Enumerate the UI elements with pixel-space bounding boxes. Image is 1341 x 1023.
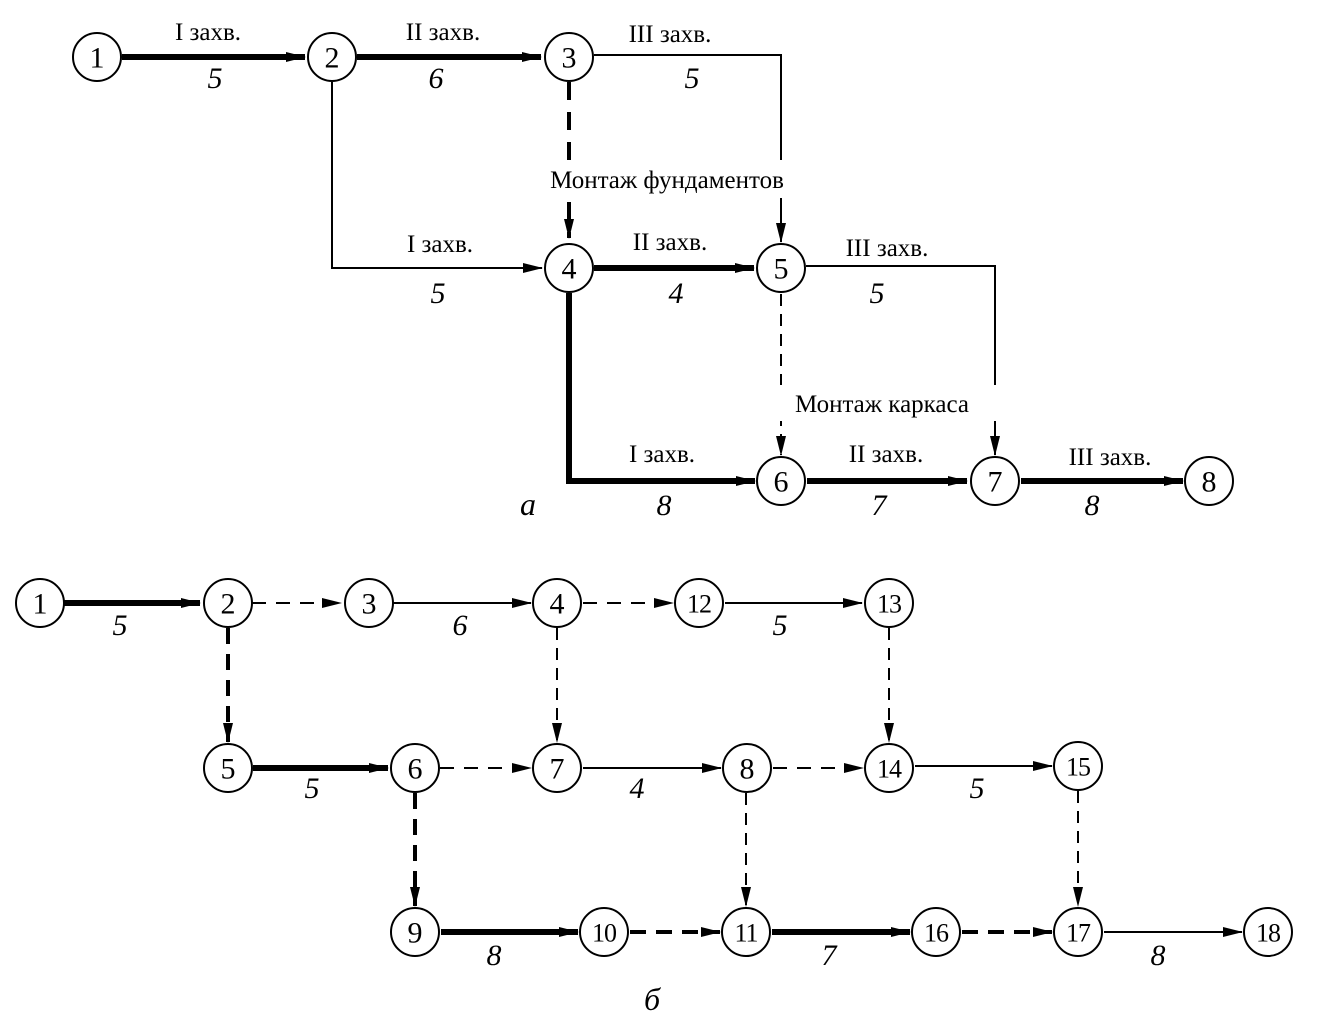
node-b-5: 5 (203, 743, 253, 793)
part-label-a: а (520, 486, 536, 522)
label-a-2-3: II захв. (406, 19, 480, 46)
duration-b-9-10: 8 (487, 939, 502, 972)
node-a-6: 6 (756, 456, 806, 506)
svg-text:5: 5 (221, 753, 236, 786)
svg-text:14: 14 (877, 755, 902, 784)
label-a-4-5: II захв. (633, 229, 707, 256)
node-b-11: 11 (721, 907, 771, 957)
node-a-5: 5 (756, 243, 806, 293)
svg-text:9: 9 (408, 917, 423, 950)
node-b-8: 8 (722, 743, 772, 793)
duration-a-1-2: 5 (208, 62, 223, 95)
svg-text:10: 10 (592, 919, 617, 948)
node-a-7: 7 (970, 456, 1020, 506)
diagram-b-nodes: 1 2 3 4 12 13 5 6 7 8 14 15 9 10 11 16 1… (15, 578, 1293, 957)
node-b-1: 1 (15, 578, 65, 628)
svg-text:1: 1 (33, 588, 48, 621)
edge-a-2-4 (331, 82, 543, 273)
duration-a-2-3: 6 (429, 62, 444, 95)
node-b-2: 2 (203, 578, 253, 628)
svg-text:12: 12 (687, 590, 711, 619)
node-b-13: 13 (864, 578, 914, 628)
diagram-a-edges (122, 52, 1184, 486)
label-a-5-7: III захв. (846, 235, 929, 262)
node-b-7: 7 (532, 743, 582, 793)
caption-frame: Монтаж каркаса (795, 391, 969, 418)
svg-text:16: 16 (924, 919, 949, 948)
node-b-15: 15 (1053, 741, 1103, 791)
node-b-9: 9 (390, 907, 440, 957)
svg-text:3: 3 (362, 588, 377, 621)
caption-foundations: Монтаж фундаментов (550, 167, 784, 194)
svg-text:13: 13 (877, 590, 901, 619)
duration-b-14-15: 5 (970, 772, 985, 805)
edge-a-4-6 (566, 293, 756, 486)
svg-text:17: 17 (1066, 919, 1091, 948)
svg-text:1: 1 (90, 42, 105, 75)
node-a-2: 2 (307, 32, 357, 82)
svg-text:4: 4 (562, 253, 577, 286)
label-a-4-6: I захв. (629, 441, 695, 468)
diagram-b-edges (64, 598, 1243, 937)
node-b-4: 4 (532, 578, 582, 628)
node-b-6: 6 (390, 743, 440, 793)
node-b-18: 18 (1243, 907, 1293, 957)
node-b-14: 14 (864, 743, 914, 793)
node-a-3: 3 (544, 32, 594, 82)
label-a-7-8: III захв. (1069, 444, 1152, 471)
svg-text:2: 2 (221, 588, 236, 621)
duration-b-3-4: 6 (453, 609, 468, 642)
svg-text:6: 6 (774, 466, 789, 499)
duration-a-5-7: 5 (870, 277, 885, 310)
svg-text:7: 7 (550, 753, 565, 786)
svg-text:7: 7 (988, 466, 1003, 499)
label-a-6-7: II захв. (849, 441, 923, 468)
svg-text:3: 3 (562, 42, 577, 75)
duration-a-6-7: 7 (872, 489, 889, 522)
node-b-17: 17 (1053, 907, 1103, 957)
node-a-1: 1 (72, 32, 122, 82)
duration-a-7-8: 8 (1085, 489, 1100, 522)
node-a-8: 8 (1184, 456, 1234, 506)
node-b-10: 10 (579, 907, 629, 957)
node-b-3: 3 (344, 578, 394, 628)
svg-text:18: 18 (1256, 919, 1281, 948)
duration-b-5-6: 5 (305, 772, 320, 805)
part-label-b: б (644, 981, 661, 1017)
diagram-a-nodes: 1 2 3 4 5 6 7 8 (72, 32, 1234, 506)
svg-text:2: 2 (325, 42, 340, 75)
duration-b-7-8: 4 (630, 772, 645, 805)
svg-text:5: 5 (774, 253, 789, 286)
duration-a-4-6: 8 (657, 489, 672, 522)
label-a-3-5: III захв. (629, 21, 712, 48)
label-a-2-4: I захв. (407, 231, 473, 258)
node-b-12: 12 (674, 578, 724, 628)
duration-b-11-16: 7 (822, 939, 839, 972)
edge-a-5-7 (806, 265, 1000, 456)
diagram-a-labels: I захв. 5 II захв. 6 III захв. 5 I захв.… (175, 19, 1151, 522)
svg-text:15: 15 (1066, 753, 1090, 782)
duration-b-17-18: 8 (1151, 939, 1166, 972)
duration-a-4-5: 4 (669, 277, 684, 310)
duration-b-12-13: 5 (773, 609, 788, 642)
caption-bg-frame (767, 385, 997, 421)
node-b-16: 16 (911, 907, 961, 957)
caption-bg-foundations (515, 160, 820, 198)
duration-b-1-2: 5 (113, 609, 128, 642)
diagram-b-labels: 5 6 5 5 4 5 8 7 8 б (113, 609, 1166, 1017)
label-a-1-2: I захв. (175, 19, 241, 46)
node-a-4: 4 (544, 243, 594, 293)
svg-text:6: 6 (408, 753, 423, 786)
svg-text:4: 4 (550, 588, 565, 621)
svg-text:11: 11 (734, 919, 757, 948)
duration-a-3-5: 5 (685, 62, 700, 95)
duration-a-2-4: 5 (431, 277, 446, 310)
svg-text:8: 8 (1202, 466, 1217, 499)
svg-text:8: 8 (740, 753, 755, 786)
